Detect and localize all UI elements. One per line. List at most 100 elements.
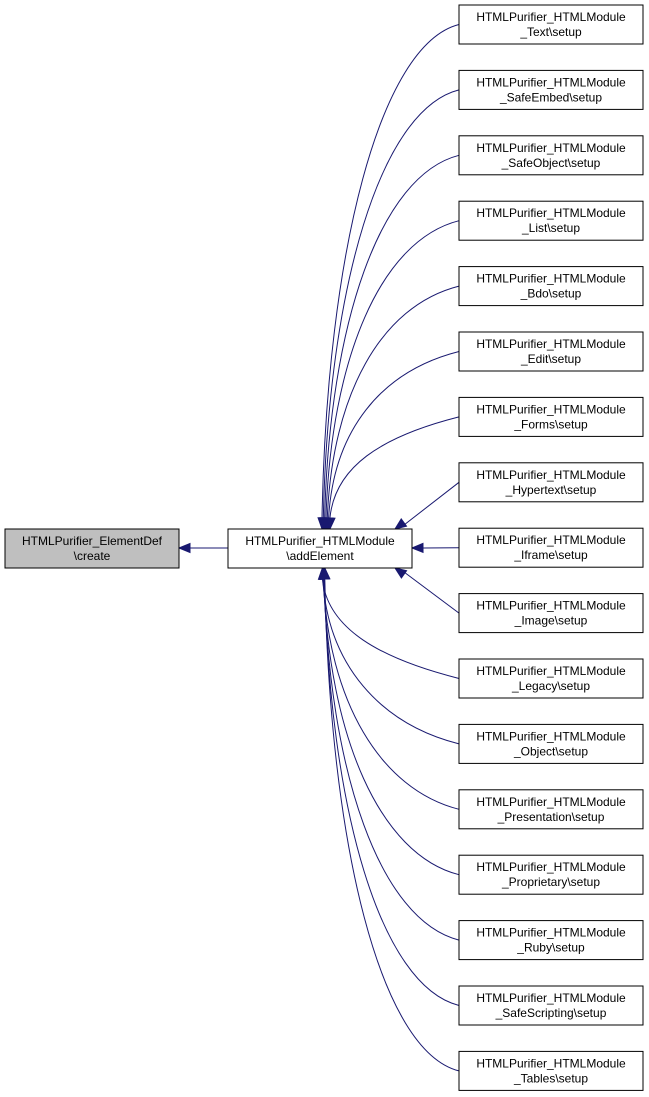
edge-list-setup [325, 220, 460, 519]
caller-node-text-setup[interactable]: HTMLPurifier_HTMLModule_Text\setup [458, 4, 644, 45]
caller-node-line2: _Object\setup [513, 744, 588, 758]
edge-safeembed-setup [322, 89, 460, 519]
caller-node-box [458, 789, 644, 830]
edge-edit-setup [328, 351, 460, 519]
caller-node-safeobject-setup[interactable]: HTMLPurifier_HTMLModule_SafeObject\setup [458, 135, 644, 176]
caller-node-line1: HTMLPurifier_HTMLModule [476, 402, 626, 416]
caller-node-line2: _Edit\setup [520, 352, 581, 366]
edge-arrow-iframe-setup [410, 542, 424, 554]
caller-node-line1: HTMLPurifier_HTMLModule [476, 729, 626, 743]
edge-tables-setup [324, 578, 460, 1072]
caller-node-line1: HTMLPurifier_HTMLModule [476, 860, 626, 874]
edge-arrow-tables-setup [320, 566, 331, 580]
caller-node-line1: HTMLPurifier_HTMLModule [476, 272, 626, 286]
caller-node-line1: HTMLPurifier_HTMLModule [476, 795, 626, 809]
edge-forms-setup [329, 416, 460, 519]
caller-node-box [458, 200, 644, 241]
caller-node-line1: HTMLPurifier_HTMLModule [476, 206, 626, 220]
edge-arrow-image-setup [393, 567, 408, 579]
edge-proprietary-setup [323, 578, 460, 876]
caller-node-line1: HTMLPurifier_HTMLModule [476, 533, 626, 547]
caller-node-box [458, 135, 644, 176]
caller-node-line1: HTMLPurifier_HTMLModule [476, 664, 626, 678]
caller-node-line2: _Hypertext\setup [505, 483, 597, 497]
caller-node-line2: _SafeEmbed\setup [499, 90, 602, 104]
node-htmlmodule-addelement[interactable]: HTMLPurifier_HTMLModule \addElement [227, 528, 413, 569]
caller-node-box [458, 527, 644, 568]
caller-node-line2: _Ruby\setup [516, 941, 585, 955]
caller-node-line2: _Bdo\setup [520, 287, 582, 301]
caller-node-box [458, 69, 644, 110]
edge-text-setup [321, 24, 460, 519]
edge-ruby-setup [323, 578, 460, 941]
caller-node-line2: _Proprietary\setup [501, 875, 600, 889]
edge-bdo-setup [326, 285, 460, 519]
caller-node-box [458, 593, 644, 634]
caller-node-line1: HTMLPurifier_HTMLModule [476, 468, 626, 482]
caller-node-line2: _SafeScripting\setup [495, 1006, 607, 1020]
caller-node-box [458, 723, 644, 764]
caller-node-box [458, 396, 644, 437]
caller-node-object-setup[interactable]: HTMLPurifier_HTMLModule_Object\setup [458, 723, 644, 764]
caller-node-proprietary-setup[interactable]: HTMLPurifier_HTMLModule_Proprietary\setu… [458, 854, 644, 895]
caller-node-line2: _SafeObject\setup [501, 156, 601, 170]
node-elementdef-create-line1: HTMLPurifier_ElementDef [22, 534, 163, 548]
caller-node-iframe-setup[interactable]: HTMLPurifier_HTMLModule_Iframe\setup [458, 527, 644, 568]
edge-arrow-forms-setup [325, 517, 336, 531]
caller-node-line2: _Legacy\setup [511, 679, 590, 693]
caller-node-box [458, 266, 644, 307]
edge-legacy-setup [321, 578, 460, 679]
caller-node-presentation-setup[interactable]: HTMLPurifier_HTMLModule_Presentation\set… [458, 789, 644, 830]
caller-node-edit-setup[interactable]: HTMLPurifier_HTMLModule_Edit\setup [458, 331, 644, 372]
edge-arrow-addelement-to-create [177, 542, 191, 554]
caller-node-box [458, 4, 644, 45]
caller-node-line1: HTMLPurifier_HTMLModule [476, 926, 626, 940]
caller-node-safeembed-setup[interactable]: HTMLPurifier_HTMLModule_SafeEmbed\setup [458, 69, 644, 110]
caller-node-line1: HTMLPurifier_HTMLModule [476, 991, 626, 1005]
edge-safeobject-setup [324, 154, 460, 519]
caller-node-forms-setup[interactable]: HTMLPurifier_HTMLModule_Forms\setup [458, 396, 644, 437]
caller-node-image-setup[interactable]: HTMLPurifier_HTMLModule_Image\setup [458, 593, 644, 634]
caller-node-box [458, 920, 644, 961]
node-elementdef-create-line2: \create [74, 549, 111, 563]
node-elementdef-create-box [4, 528, 180, 569]
caller-node-safescripting-setup[interactable]: HTMLPurifier_HTMLModule_SafeScripting\se… [458, 985, 644, 1026]
caller-node-box [458, 1050, 644, 1091]
caller-node-box [458, 462, 644, 503]
edge-hypertext-setup [403, 481, 460, 526]
node-elementdef-create[interactable]: HTMLPurifier_ElementDef \create [4, 528, 180, 569]
edge-safescripting-setup [323, 578, 460, 1006]
caller-node-tables-setup[interactable]: HTMLPurifier_HTMLModule_Tables\setup [458, 1050, 644, 1091]
caller-node-box [458, 985, 644, 1026]
node-htmlmodule-addelement-line1: HTMLPurifier_HTMLModule [245, 534, 395, 548]
caller-node-line2: _Tables\setup [513, 1071, 588, 1085]
caller-node-line1: HTMLPurifier_HTMLModule [476, 1056, 626, 1070]
caller-node-bdo-setup[interactable]: HTMLPurifier_HTMLModule_Bdo\setup [458, 266, 644, 307]
edge-image-setup [403, 571, 460, 614]
edge-presentation-setup [322, 578, 460, 810]
caller-node-line1: HTMLPurifier_HTMLModule [476, 10, 626, 24]
caller-node-line2: _Image\setup [514, 614, 588, 628]
edges-layer [177, 24, 460, 1072]
caller-node-legacy-setup[interactable]: HTMLPurifier_HTMLModule_Legacy\setup [458, 658, 644, 699]
caller-node-line2: _Presentation\setup [497, 810, 605, 824]
edge-object-setup [322, 578, 460, 745]
caller-node-line2: _Text\setup [519, 25, 582, 39]
caller-node-hypertext-setup[interactable]: HTMLPurifier_HTMLModule_Hypertext\setup [458, 462, 644, 503]
caller-node-box [458, 658, 644, 699]
caller-node-line2: _Forms\setup [513, 417, 588, 431]
node-htmlmodule-addelement-line2: \addElement [286, 549, 354, 563]
caller-node-line1: HTMLPurifier_HTMLModule [476, 599, 626, 613]
caller-node-line2: _Iframe\setup [513, 548, 588, 562]
caller-node-line1: HTMLPurifier_HTMLModule [476, 75, 626, 89]
caller-node-list-setup[interactable]: HTMLPurifier_HTMLModule_List\setup [458, 200, 644, 241]
caller-node-box [458, 331, 644, 372]
caller-node-box [458, 854, 644, 895]
edge-arrow-hypertext-setup [393, 517, 408, 530]
caller-node-line2: _List\setup [521, 221, 580, 235]
caller-node-ruby-setup[interactable]: HTMLPurifier_HTMLModule_Ruby\setup [458, 920, 644, 961]
caller-node-line1: HTMLPurifier_HTMLModule [476, 337, 626, 351]
node-htmlmodule-addelement-box [227, 528, 413, 569]
caller-node-line1: HTMLPurifier_HTMLModule [476, 141, 626, 155]
